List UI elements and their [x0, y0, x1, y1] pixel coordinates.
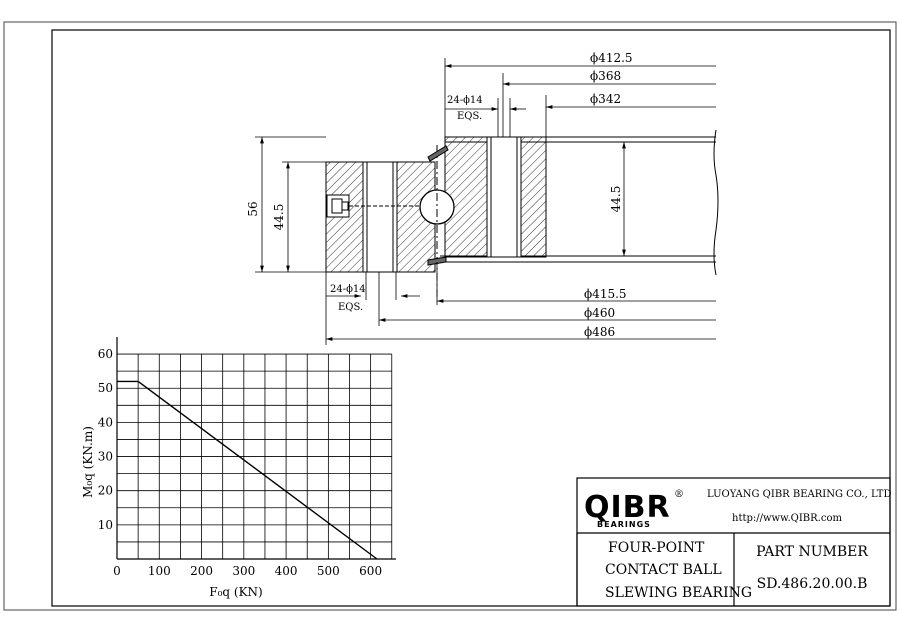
x-tick-label: 300 — [232, 564, 255, 578]
x-tick-label: 500 — [317, 564, 340, 578]
product-line-1: FOUR-POINT — [608, 540, 705, 556]
y-tick-label: 10 — [98, 518, 113, 532]
chart-y-ticks: 10 20 30 40 50 60 — [98, 347, 113, 532]
company-logo: QIBR — [584, 490, 671, 525]
dim-holes-bottom-eqs: EQS. — [338, 302, 363, 313]
y-tick-label: 40 — [98, 415, 113, 429]
title-block — [576, 477, 891, 607]
dim-d342: ϕ342 — [590, 92, 621, 106]
dim-d368: ϕ368 — [590, 69, 621, 83]
load-curve-line — [117, 380, 378, 560]
chart-y-label: M₀q (KN.m) — [81, 426, 95, 498]
bearing-section — [325, 129, 719, 300]
company-name: LUOYANG QIBR BEARING CO., LTD — [707, 489, 891, 500]
y-tick-label: 30 — [98, 450, 113, 464]
chart-x-label: F₀q (KN) — [209, 585, 262, 599]
company-website: http://www.QIBR.com — [732, 513, 842, 524]
dim-holes-top: 24-ϕ14 — [447, 95, 483, 106]
x-tick-label: 600 — [359, 564, 382, 578]
y-tick-label: 20 — [98, 484, 113, 498]
logo-subtitle: BEARINGS — [597, 520, 651, 529]
x-tick-label: 200 — [190, 564, 213, 578]
dim-d415-5: ϕ415.5 — [584, 287, 627, 301]
inner-frame — [51, 29, 891, 607]
logo-registered-mark: ® — [674, 489, 684, 500]
y-tick-label: 60 — [98, 347, 113, 361]
dim-height-44-5-left: 44.5 — [272, 204, 286, 231]
product-line-2: CONTACT BALL — [605, 562, 722, 578]
dim-holes-top-eqs: EQS. — [457, 111, 482, 122]
part-number-value: SD.486.20.00.B — [757, 576, 868, 592]
chart-grid — [116, 337, 396, 560]
dim-d460: ϕ460 — [584, 306, 615, 320]
dimension-lines — [255, 58, 716, 345]
outer-frame — [3, 21, 897, 611]
dim-height-44-5-right: 44.5 — [609, 186, 623, 213]
chart-x-ticks: 0 100 200 300 400 500 600 — [113, 564, 382, 578]
x-tick-label: 100 — [148, 564, 171, 578]
dim-d412-5: ϕ412.5 — [590, 51, 633, 65]
product-line-3: SLEWING BEARING — [605, 585, 752, 601]
x-tick-label: 400 — [275, 564, 298, 578]
y-tick-label: 50 — [98, 381, 113, 395]
dim-height-56: 56 — [246, 201, 260, 216]
chart-series — [117, 380, 378, 560]
part-number-label: PART NUMBER — [756, 544, 868, 560]
load-chart: 0 100 200 300 400 500 600 10 20 30 40 50 60 F₀q (KN… — [81, 337, 396, 599]
x-tick-label: 0 — [113, 564, 121, 578]
dim-holes-bottom: 24-ϕ14 — [330, 284, 366, 295]
dim-d486: ϕ486 — [584, 325, 615, 339]
